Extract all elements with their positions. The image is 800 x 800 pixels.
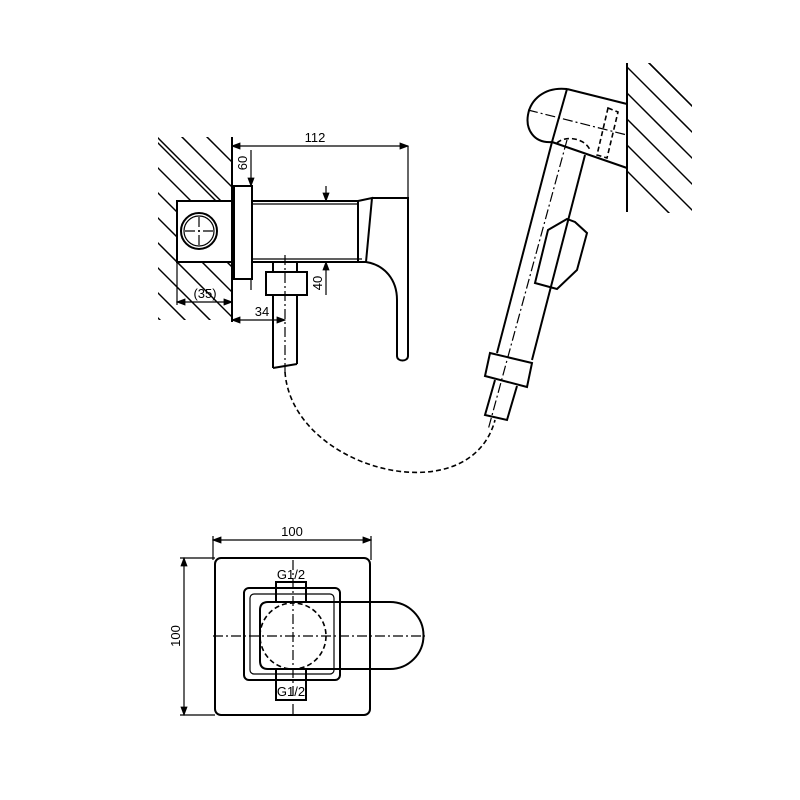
valve-front-view: 100 100 G1/2 G1/2: [168, 524, 425, 717]
sprayer-tube: [496, 141, 553, 354]
dim-34: 34: [255, 304, 269, 319]
lever-handle-front: [259, 601, 425, 670]
outlet-nut: [265, 271, 308, 296]
hose-connector: [483, 351, 534, 389]
dim-60: 60: [235, 156, 250, 170]
valve-side-view: 112 60 40 34 (35): [175, 130, 410, 375]
port-label-bottom: G1/2: [277, 684, 305, 699]
mounting-box: [176, 200, 233, 263]
trigger-lever: [533, 217, 589, 291]
dim-height-100: 100: [168, 625, 183, 647]
dim-112: 112: [305, 130, 326, 145]
port-label-top: G1/2: [277, 567, 305, 582]
cover-plate: [233, 185, 253, 280]
hose-dashed: [284, 371, 496, 474]
lever-handle: [357, 196, 409, 362]
wall-hatch-right: [627, 63, 692, 213]
sprayer-head-cap: [526, 87, 568, 144]
hand-sprayer: [483, 87, 628, 431]
port-top: [275, 581, 307, 603]
dim-35: (35): [193, 286, 216, 301]
inlet-circle: [180, 212, 218, 250]
dim-40: 40: [310, 276, 325, 290]
dim-width-100: 100: [281, 524, 303, 539]
